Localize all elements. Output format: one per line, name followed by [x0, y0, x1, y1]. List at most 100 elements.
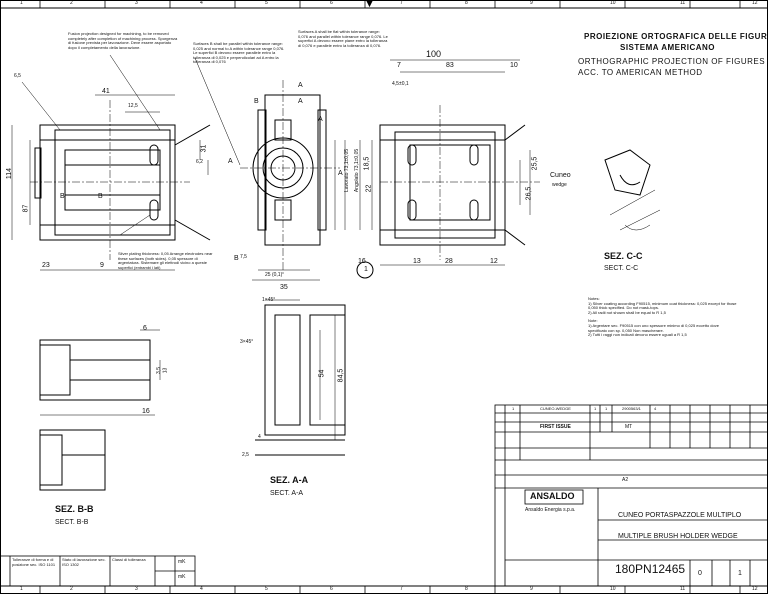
- tb-company: Ansaldo Energia s.p.a.: [525, 507, 576, 513]
- label-A-4: A: [228, 158, 233, 165]
- dim-41: 41: [102, 88, 110, 95]
- tol-form: Tolleranze di forma e di posizione sec. …: [12, 557, 56, 567]
- note-4: 2) Tutti i raggi non indicati devono ess…: [588, 332, 687, 338]
- projection-title-it: PROIEZIONE ORTOGRAFICA DELLE FIGURE: [584, 32, 768, 41]
- note-2: 2) All radii not shown shall be equal to…: [588, 309, 666, 315]
- section-b-b: [39, 329, 161, 491]
- tb-rev-qty2: 1: [605, 406, 608, 411]
- ruler-bottom-9: 9: [530, 586, 533, 592]
- note-1: 1) Silver coating according F90515, mini…: [588, 300, 737, 311]
- ruler-bottom-10: 10: [610, 586, 616, 592]
- dim-83: 83: [446, 62, 454, 69]
- section-cc-title: SEZ. C-C: [604, 251, 643, 261]
- ruler-top-12: 12: [752, 0, 758, 6]
- dim-22: 22: [365, 184, 373, 193]
- ruler-top-2: 2: [70, 0, 73, 6]
- dim-16b: 16: [142, 408, 150, 415]
- tolerance-table: [0, 555, 196, 587]
- ansaldo-logo: ANSALDO: [530, 491, 575, 501]
- note-3: 1) Argentare sec. F90515 con uno spessor…: [588, 322, 719, 333]
- label-A-2: A: [298, 98, 303, 105]
- note-surface-a: Surfaces A shall be flat within toleranc…: [298, 29, 388, 48]
- ruler-top-3: 3: [135, 0, 138, 6]
- tb-rev-qty1: 1: [594, 406, 597, 411]
- dim-4: 4: [258, 434, 261, 440]
- ruler-bottom-2: 2: [70, 586, 73, 592]
- dim-54: 54: [318, 369, 326, 378]
- dim-16: 16: [358, 258, 366, 265]
- label-B-2: B: [98, 193, 103, 200]
- dim-7-5: 7,5: [240, 254, 247, 260]
- notes-heading-2: Note:: [588, 318, 598, 324]
- dim-12: 12: [490, 258, 498, 265]
- dim-6: 6: [143, 325, 147, 332]
- note-silver: Silver plating thickness: 0,05 Arrange e…: [118, 251, 213, 270]
- tol-state: Stato di lavorazione sec. ISO 1302: [62, 557, 106, 567]
- ruler-bottom-3: 3: [135, 586, 138, 592]
- ruler-bottom-7: 7: [400, 586, 403, 592]
- section-bb-title: SEZ. B-B: [55, 504, 94, 514]
- dim-23: 23: [42, 262, 50, 269]
- section-a-a: [255, 299, 346, 456]
- dim-6-2: 6,2: [196, 159, 203, 165]
- tb-rev-name: CUNEO-WEDGE: [540, 406, 571, 411]
- dim-26-5: 26,5: [525, 186, 533, 201]
- section-bb-subtitle: SECT. B-B: [55, 519, 89, 526]
- section-aa-subtitle: SECT. A-A: [270, 490, 304, 497]
- ruler-top-10: 10: [610, 0, 616, 6]
- ruler-bottom-1: 1: [20, 586, 23, 592]
- label-wedge: wedge: [552, 182, 567, 188]
- dim-18-5: 18,5: [363, 156, 371, 171]
- ruler-top-7: 7: [400, 0, 403, 6]
- label-A-3: A: [318, 116, 323, 123]
- chamfer-3x45: 3×45°: [240, 339, 254, 345]
- notes-right: Notes: 1) Silver coating according F9051…: [588, 296, 738, 338]
- side-view: [240, 80, 346, 281]
- chamfer-1x45: 1×45°: [262, 297, 276, 303]
- title-block-frame: [494, 404, 768, 587]
- dim-4-5: 4,5±0,1: [392, 81, 409, 87]
- dim-9: 9: [100, 262, 104, 269]
- ruler-top-1: 1: [20, 0, 23, 6]
- label-B-3: B: [254, 98, 259, 105]
- right-view: [356, 59, 540, 279]
- dim-13b: 13: [162, 367, 169, 374]
- ruler-top-9: 9: [530, 0, 533, 6]
- front-view: [11, 54, 241, 271]
- tb-mat: MT: [625, 424, 633, 430]
- ruler-bottom-8: 8: [465, 586, 468, 592]
- dim-12-5: 12,5: [128, 103, 138, 109]
- dim-10: 10: [510, 62, 518, 69]
- dim-2-5: 2,5: [242, 452, 249, 458]
- note-surface-b: Surfaces B shall be parallel within tole…: [193, 41, 285, 65]
- section-cc-subtitle: SECT. C-C: [604, 265, 639, 272]
- dim-84-5: 84,5: [337, 368, 345, 383]
- ruler-top-5: 5: [265, 0, 268, 6]
- projection-subtitle-en: ACC. TO AMERICAN METHOD: [578, 68, 703, 77]
- ruler-top-8: 8: [465, 0, 468, 6]
- ruler-bottom-5: 5: [265, 586, 268, 592]
- dim-28: 28: [445, 258, 453, 265]
- dim-25: 25 (0,1): [265, 272, 283, 278]
- tb-rev-1: 1: [512, 406, 515, 411]
- dim-7: 7: [397, 62, 401, 69]
- label-B-1: B: [60, 193, 65, 200]
- dim-6-5: 6,5: [14, 73, 21, 79]
- label-B-4: B: [234, 255, 239, 262]
- dim-angolato: Angolato 73,1±0,05: [354, 148, 361, 193]
- projection-subtitle-it: SISTEMA AMERICANO: [620, 43, 716, 52]
- tb-rev-num: 4: [654, 406, 657, 411]
- label-A-5: A: [338, 170, 343, 177]
- dim-13: 13: [413, 258, 421, 265]
- label-circle-1: 1: [364, 266, 368, 273]
- tb-title-en: MULTIPLE BRUSH HOLDER WEDGE: [618, 533, 738, 540]
- ruler-top-4: 4: [200, 0, 203, 6]
- dim-3-5: 3,5: [155, 367, 162, 374]
- tol-mk-2: mK: [178, 574, 186, 580]
- ruler-top-6: 6: [330, 0, 333, 6]
- label-cuneo: Cuneo: [550, 172, 571, 179]
- ruler-bottom-4: 4: [200, 586, 203, 592]
- label-A-1: A: [298, 82, 303, 89]
